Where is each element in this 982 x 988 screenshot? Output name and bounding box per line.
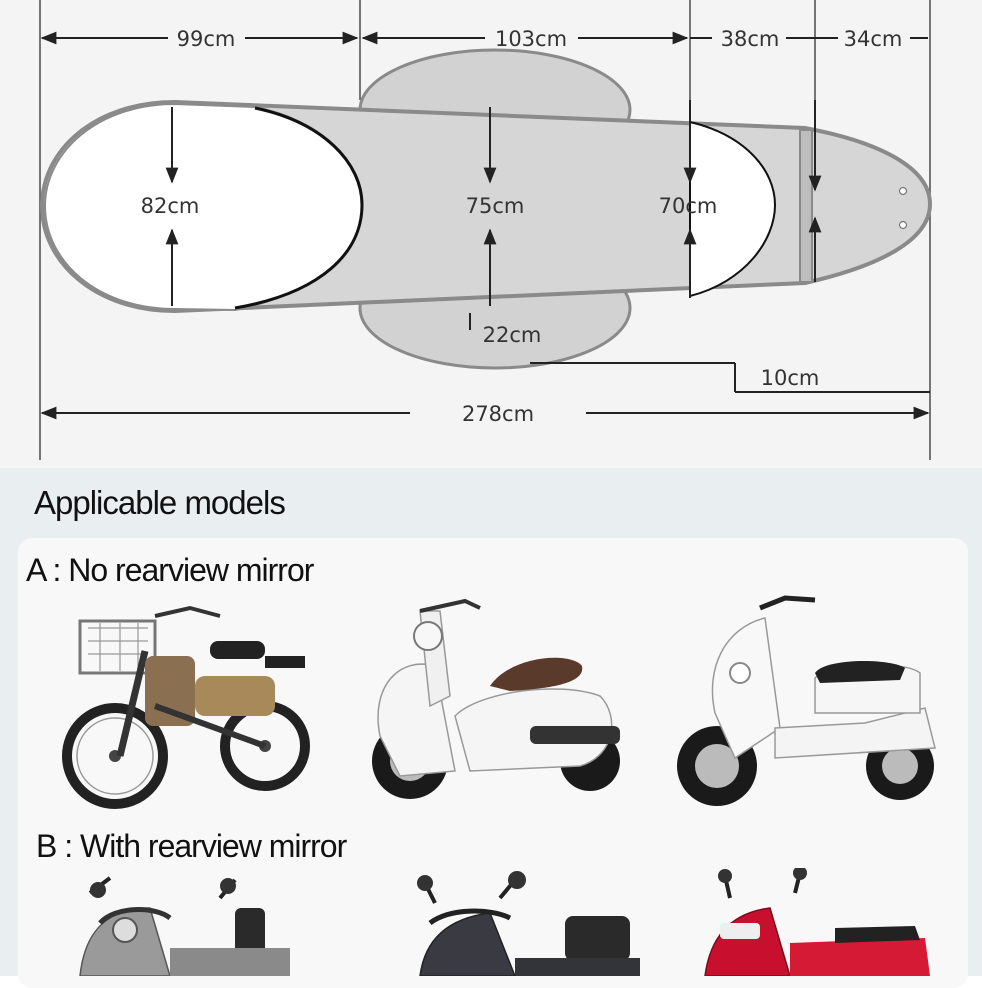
cover-dimension-diagram: 99cm 103cm 38cm 34cm 82cm 75cm 70cm 22cm… xyxy=(0,0,982,468)
section-heading: Applicable models xyxy=(34,484,286,521)
group-b-label: B : With rearview mirror xyxy=(36,828,347,864)
group-a-label: A : No rearview mirror xyxy=(26,552,314,588)
bottom-dimension-lines xyxy=(40,313,930,420)
width-label-middle: 103cm xyxy=(495,27,567,51)
front-seat-outline xyxy=(234,106,364,310)
height-label-rear: 70cm xyxy=(659,194,718,218)
flap-depth-label: 22cm xyxy=(483,323,542,347)
grommet-hole xyxy=(898,220,908,230)
rear-seat-white-area xyxy=(689,120,777,298)
photo-gray-scooter-with-mirrors xyxy=(79,876,290,976)
grommet-hole xyxy=(898,186,908,196)
width-label-tail: 34cm xyxy=(844,27,903,51)
photo-white-retro-scooter xyxy=(372,598,620,799)
photo-dark-scooter-with-top-box xyxy=(417,871,640,976)
total-length-label: 278cm xyxy=(462,402,534,426)
offset-label: 10cm xyxy=(761,366,820,390)
pocket-strip xyxy=(799,129,813,283)
applicable-models-section: Applicable models A : No rearview mirror xyxy=(0,468,982,988)
height-label-front: 82cm xyxy=(141,194,200,218)
height-arrows xyxy=(165,100,822,306)
photo-white-electric-scooter xyxy=(677,595,936,806)
photo-electric-bike-with-basket xyxy=(62,605,310,809)
diagram-canvas: 99cm 103cm 38cm 34cm 82cm 75cm 70cm 22cm… xyxy=(39,0,933,460)
height-label-middle: 75cm xyxy=(466,194,525,218)
photo-red-scooter-with-mirrors xyxy=(704,868,930,976)
reference-lines xyxy=(39,0,931,460)
width-label-front: 99cm xyxy=(177,27,236,51)
width-label-rear: 38cm xyxy=(721,27,780,51)
